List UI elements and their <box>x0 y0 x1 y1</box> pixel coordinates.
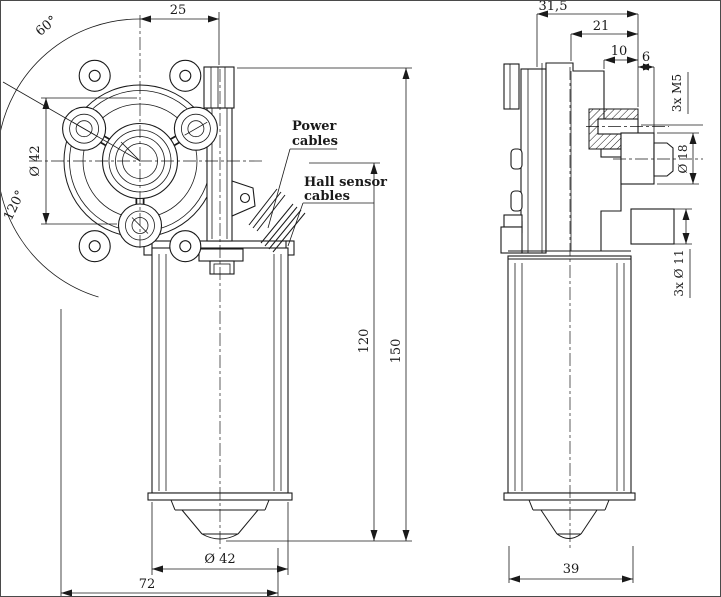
svg-text:150: 150 <box>389 339 404 364</box>
svg-text:21: 21 <box>593 19 610 34</box>
dim-angle-120: 120° <box>1 188 28 223</box>
svg-text:Ø 42: Ø 42 <box>28 145 43 176</box>
dim-overall-height-150: 150 <box>226 67 412 542</box>
svg-text:Ø 18: Ø 18 <box>676 145 690 174</box>
angle-reference <box>1 18 141 298</box>
svg-text:6: 6 <box>642 50 650 65</box>
power-cable-bundle <box>248 188 286 232</box>
svg-text:25: 25 <box>170 3 187 18</box>
svg-text:31,5: 31,5 <box>539 1 568 14</box>
front-view: Power cables Hall sensor cables 25 60° 1… <box>1 3 412 596</box>
dim-gearbox-depth-21: 21 <box>570 19 638 61</box>
svg-text:120°: 120° <box>1 188 28 223</box>
gearbox-side <box>500 62 639 254</box>
output-shaft <box>620 132 674 185</box>
mounting-boss-side <box>630 208 675 245</box>
side-view: 31,5 21 10 6 3x M5 Ø 18 <box>500 1 703 583</box>
power-cables-line2: cables <box>292 134 338 149</box>
dim-shaft-diameter-18: Ø 18 <box>657 132 699 185</box>
dim-overall-width-72: 72 <box>60 309 279 596</box>
dim-boss-depth-10: 10 <box>603 44 638 69</box>
svg-text:120: 120 <box>357 329 372 354</box>
dim-depth-31-5: 31,5 <box>536 1 639 107</box>
dim-motor-length-120: 120 <box>309 162 380 541</box>
end-cap-side <box>503 492 636 539</box>
center-lines-front <box>29 15 263 549</box>
hall-cables-line2: cables <box>304 189 350 204</box>
worm-cap <box>203 66 235 109</box>
dim-motor-diameter-42: Ø 42 <box>151 502 289 575</box>
dim-shaft-depth-6: 6 <box>638 50 655 141</box>
dim-body-width-39: 39 <box>508 546 634 583</box>
svg-text:60°: 60° <box>33 13 60 39</box>
label-thread-3x-m5: 3x M5 <box>641 72 703 126</box>
hall-cable-bundle <box>260 203 306 253</box>
svg-text:3x Ø 11: 3x Ø 11 <box>672 249 686 296</box>
dim-offset-25: 25 <box>140 3 220 65</box>
worm-housing <box>203 66 256 242</box>
boss-right <box>173 106 218 151</box>
center-lines-side <box>569 67 703 549</box>
motor-body-side <box>507 250 632 494</box>
svg-text:10: 10 <box>611 44 628 59</box>
label-hall-sensor-cables: Hall sensor cables <box>287 175 387 247</box>
label-power-cables: Power cables <box>267 119 338 229</box>
svg-text:3x M5: 3x M5 <box>670 74 684 112</box>
power-cables-line1: Power <box>292 119 337 134</box>
svg-text:39: 39 <box>563 562 580 577</box>
svg-text:72: 72 <box>139 577 156 592</box>
hall-cables-line1: Hall sensor <box>304 175 387 190</box>
label-mount-holes-3x-11: 3x Ø 11 <box>672 208 692 298</box>
dim-bolt-circle-diameter: Ø 42 <box>28 97 137 225</box>
dim-angle-60: 60° <box>33 13 60 39</box>
svg-text:Ø 42: Ø 42 <box>204 552 235 567</box>
motor-body-front <box>143 240 295 494</box>
